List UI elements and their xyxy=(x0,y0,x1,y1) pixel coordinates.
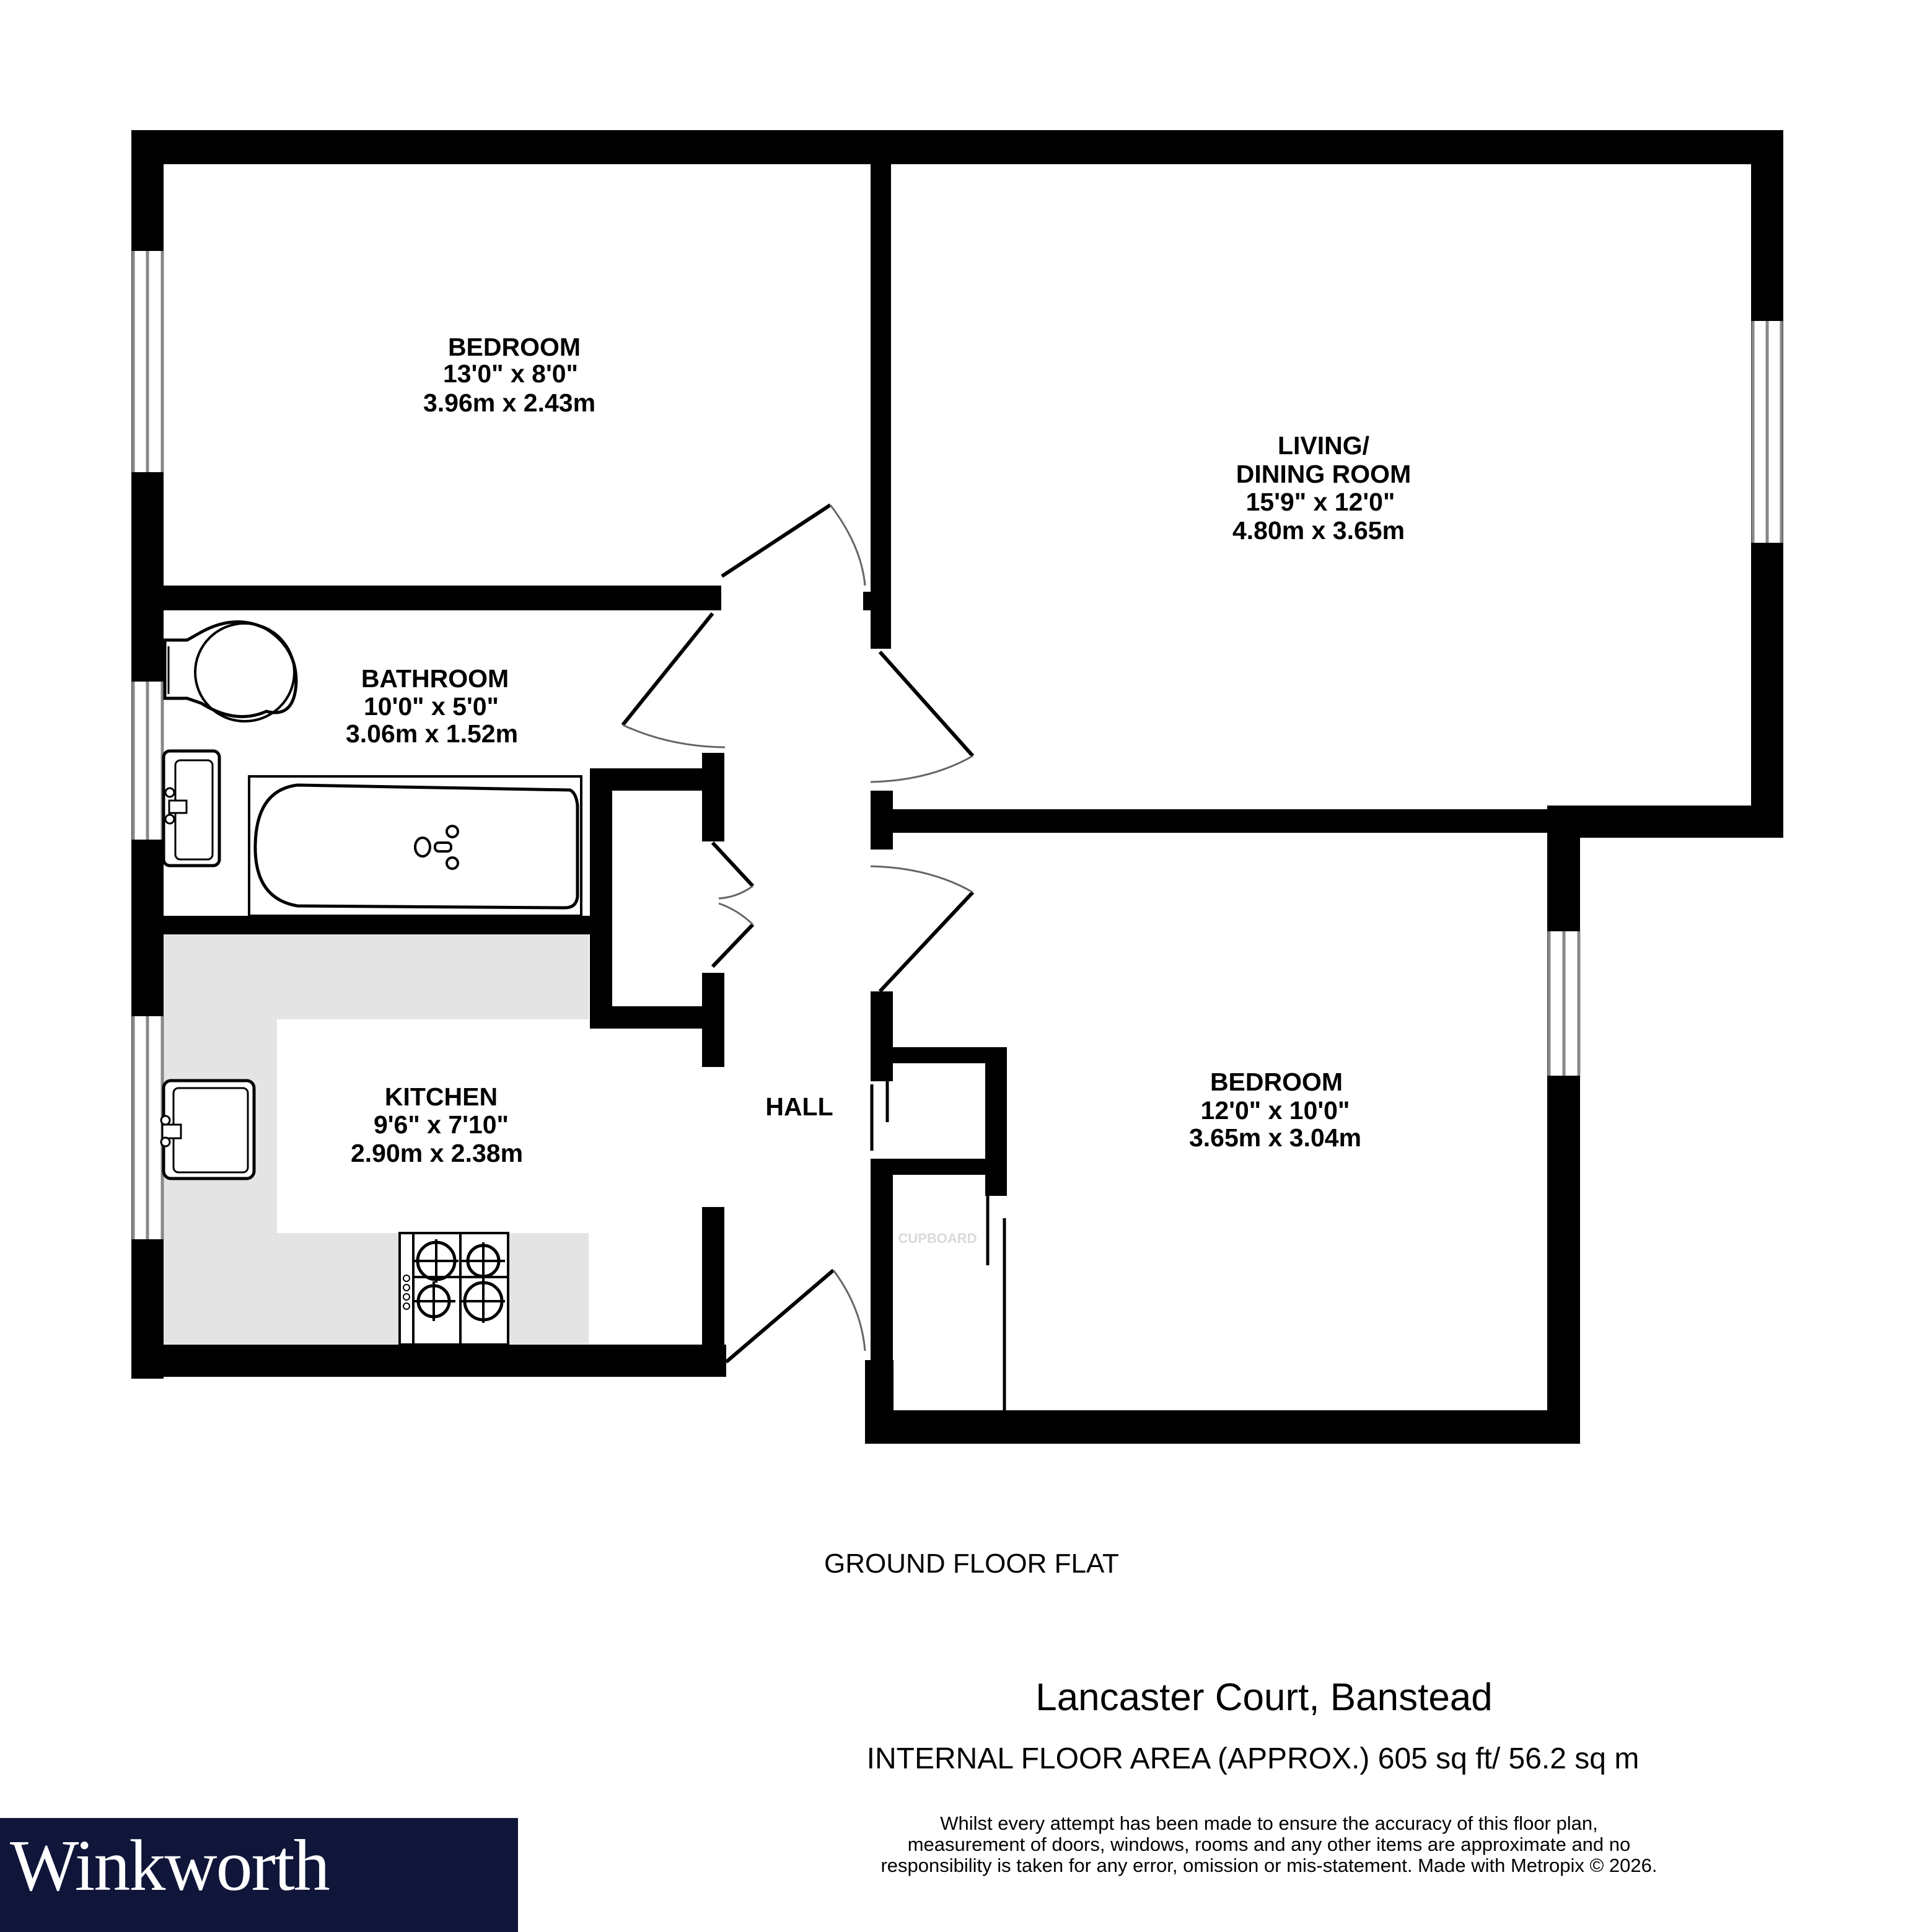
room-label-kitchen: KITCHEN 9'6" x 7'10" 2.90m x 2.38m xyxy=(351,1082,523,1167)
window-bedroom2 xyxy=(1547,931,1581,1076)
svg-text:BATHROOM: BATHROOM xyxy=(361,664,509,693)
room-label-bedroom1: BEDROOM 13'0" x 8'0" 3.96m x 2.43m xyxy=(423,333,595,417)
svg-text:BEDROOM: BEDROOM xyxy=(448,333,581,361)
svg-text:9'6" x 7'10": 9'6" x 7'10" xyxy=(374,1110,509,1139)
svg-text:LIVING/: LIVING/ xyxy=(1278,431,1369,460)
door-cupboard-double xyxy=(711,841,755,968)
svg-text:measurement of doors, windows,: measurement of doors, windows, rooms and… xyxy=(908,1833,1631,1855)
svg-text:3.65m x 3.04m: 3.65m x 3.04m xyxy=(1189,1123,1361,1152)
svg-text:10'0" x 5'0": 10'0" x 5'0" xyxy=(364,692,499,721)
room-label-cupboard: CUPBOARD xyxy=(898,1231,977,1246)
room-label-bathroom: BATHROOM 10'0" x 5'0" 3.06m x 1.52m xyxy=(346,664,518,748)
door-bathroom xyxy=(621,612,726,749)
window-kitchen xyxy=(131,1016,164,1239)
svg-text:KITCHEN: KITCHEN xyxy=(385,1082,498,1111)
floor-label: GROUND FLOOR FLAT xyxy=(824,1548,1119,1579)
svg-text:12'0" x 10'0": 12'0" x 10'0" xyxy=(1201,1096,1350,1125)
svg-text:4.80m x 3.65m: 4.80m x 3.65m xyxy=(1232,516,1405,545)
room-label-hall: HALL xyxy=(765,1092,833,1121)
svg-text:13'0" x 8'0": 13'0" x 8'0" xyxy=(443,359,578,388)
svg-text:3.96m x 2.43m: 3.96m x 2.43m xyxy=(423,389,595,417)
door-living xyxy=(870,651,975,783)
svg-text:DINING ROOM: DINING ROOM xyxy=(1236,460,1411,488)
window-bedroom1 xyxy=(131,251,164,472)
bathtub-icon xyxy=(248,775,582,917)
windows xyxy=(131,251,1783,1239)
kitchen-sink-icon xyxy=(160,1079,256,1180)
svg-text:15'9" x 12'0": 15'9" x 12'0" xyxy=(1246,488,1395,516)
door-kitchen xyxy=(725,1268,866,1364)
toilet-icon xyxy=(163,620,298,722)
bathroom-basin-icon xyxy=(162,749,221,867)
svg-text:Whilst every attempt has been: Whilst every attempt has been made to en… xyxy=(940,1812,1597,1834)
door-bedroom1 xyxy=(721,503,866,586)
hob-icon xyxy=(398,1232,509,1346)
door-bedroom2 xyxy=(870,865,975,993)
disclaimer: Whilst every attempt has been made to en… xyxy=(880,1812,1657,1876)
brand-name: Winkworth xyxy=(10,1825,330,1906)
brand-logo: Winkworth xyxy=(0,1818,518,1932)
room-label-living-dining: LIVING/ DINING ROOM 15'9" x 12'0" 4.80m … xyxy=(1232,431,1411,545)
svg-text:BEDROOM: BEDROOM xyxy=(1210,1068,1343,1096)
room-label-bedroom2: BEDROOM 12'0" x 10'0" 3.65m x 3.04m xyxy=(1189,1068,1361,1152)
wardrobe-sliding-doors xyxy=(870,1057,1006,1410)
doors xyxy=(621,503,1006,1410)
svg-text:3.06m x 1.52m: 3.06m x 1.52m xyxy=(346,719,518,748)
floor-area: INTERNAL FLOOR AREA (APPROX.) 605 sq ft/… xyxy=(867,1742,1640,1775)
window-living xyxy=(1751,321,1783,543)
svg-text:CUPBOARD: CUPBOARD xyxy=(898,1231,977,1246)
svg-text:2.90m x 2.38m: 2.90m x 2.38m xyxy=(351,1139,523,1167)
svg-text:HALL: HALL xyxy=(765,1092,833,1121)
window-bathroom xyxy=(131,682,164,840)
kitchen-worktop xyxy=(162,933,705,1344)
property-address: Lancaster Court, Banstead xyxy=(1035,1676,1493,1719)
svg-text:responsibility is taken for an: responsibility is taken for any error, o… xyxy=(880,1855,1657,1876)
